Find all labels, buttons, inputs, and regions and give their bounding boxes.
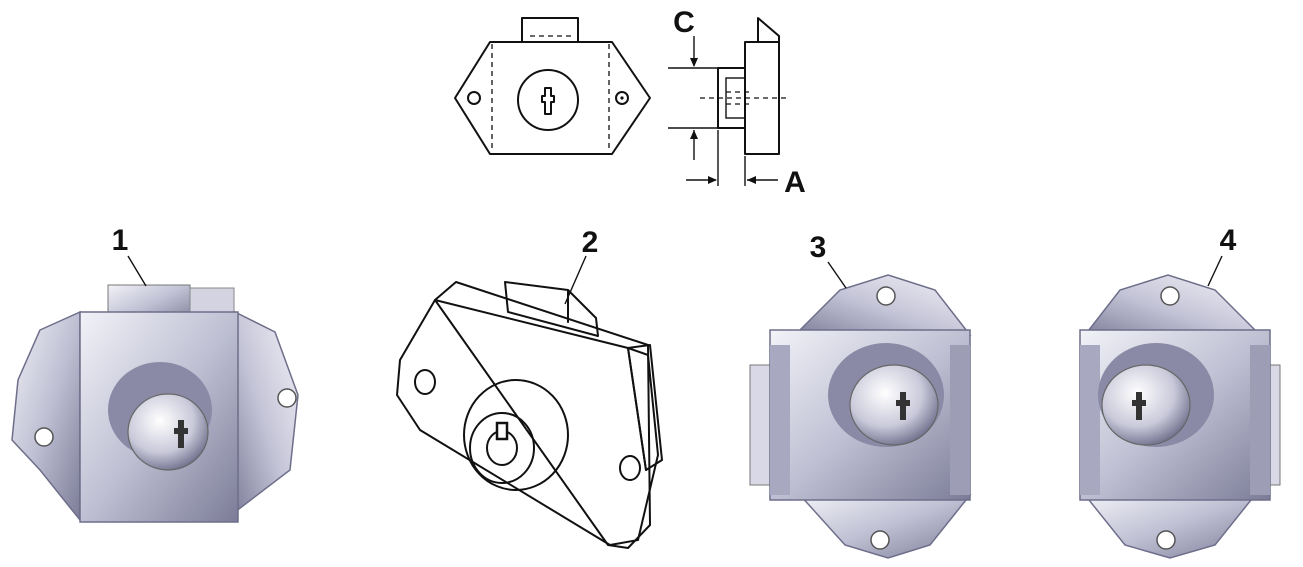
callout-4-leader [1207, 255, 1223, 287]
lock-3-image [749, 274, 972, 559]
callout-2-label: 2 [582, 226, 599, 259]
dimension-label-a: A [784, 166, 806, 199]
side-view-drawing [668, 17, 790, 186]
lock-2-drawing [396, 281, 663, 549]
lock-1-image [11, 284, 299, 523]
callout-1-label: 1 [112, 224, 129, 257]
callout-2-leader [564, 255, 587, 305]
front-view-drawing [454, 17, 651, 155]
callout-3-label: 3 [810, 231, 827, 264]
callout-3-leader [827, 261, 847, 289]
callout-4-label: 4 [1220, 224, 1237, 257]
dimension-label-c: C [673, 6, 695, 39]
callout-1-leader [127, 255, 147, 287]
lock-4-image [1079, 274, 1281, 559]
